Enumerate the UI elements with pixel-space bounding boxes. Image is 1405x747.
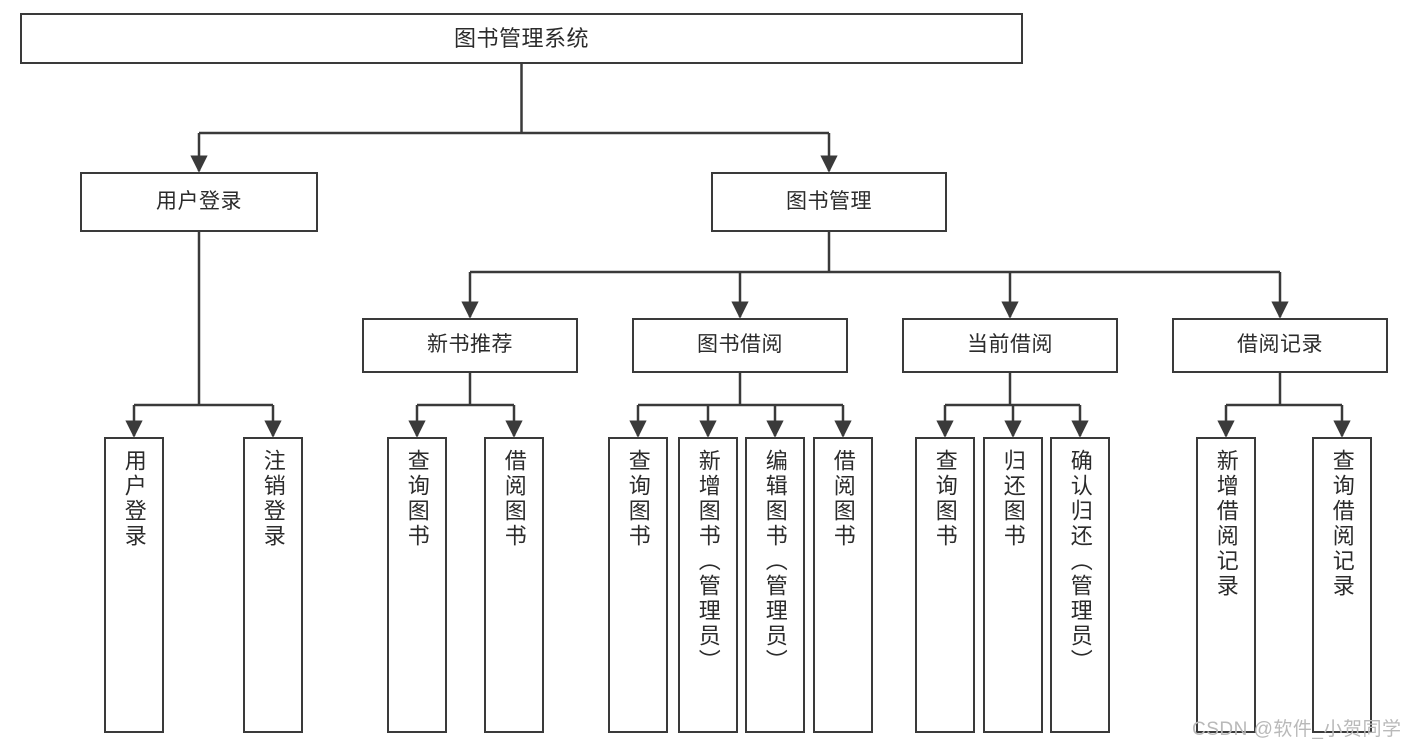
node-borrow[interactable]: 图书借阅	[632, 318, 848, 373]
node-login[interactable]: 用户登录	[80, 172, 318, 232]
node-l-edit[interactable]: 编辑图书（管理员）	[745, 437, 805, 733]
node-l-confirm[interactable]: 确认归还（管理员）	[1050, 437, 1110, 733]
node-label: 借阅记录	[1237, 333, 1323, 357]
node-label: 注销登录	[260, 449, 286, 549]
node-records[interactable]: 借阅记录	[1172, 318, 1388, 373]
node-l-login[interactable]: 用户登录	[104, 437, 164, 733]
node-l-query3[interactable]: 查询图书	[915, 437, 975, 733]
node-l-borrow2[interactable]: 借阅图书	[813, 437, 873, 733]
node-label: 新增借阅记录	[1213, 449, 1239, 599]
node-label: 用户登录	[121, 449, 147, 549]
node-label: 图书借阅	[697, 333, 783, 357]
node-label: 查询图书	[932, 449, 958, 549]
node-root[interactable]: 图书管理系统	[20, 13, 1023, 64]
node-label: 查询借阅记录	[1329, 449, 1355, 599]
node-label: 借阅图书	[501, 449, 527, 549]
node-label: 借阅图书	[830, 449, 856, 549]
node-l-return[interactable]: 归还图书	[983, 437, 1043, 733]
node-label: 编辑图书（管理员）	[762, 449, 788, 674]
node-label: 新增图书（管理员）	[695, 449, 721, 674]
node-newbook[interactable]: 新书推荐	[362, 318, 578, 373]
node-label: 归还图书	[1000, 449, 1026, 549]
node-l-query1[interactable]: 查询图书	[387, 437, 447, 733]
node-l-add[interactable]: 新增图书（管理员）	[678, 437, 738, 733]
node-label: 新书推荐	[427, 333, 513, 357]
node-label: 图书管理	[786, 189, 872, 213]
node-current[interactable]: 当前借阅	[902, 318, 1118, 373]
node-label: 查询图书	[625, 449, 651, 549]
node-l-borrow1[interactable]: 借阅图书	[484, 437, 544, 733]
node-l-queryrec[interactable]: 查询借阅记录	[1312, 437, 1372, 733]
node-bookmgmt[interactable]: 图书管理	[711, 172, 947, 232]
node-l-addrec[interactable]: 新增借阅记录	[1196, 437, 1256, 733]
node-label: 确认归还（管理员）	[1067, 449, 1093, 674]
node-l-query2[interactable]: 查询图书	[608, 437, 668, 733]
node-label: 用户登录	[156, 189, 242, 213]
node-label: 查询图书	[404, 449, 430, 549]
csdn-watermark: CSDN @软件_小贺同学	[1192, 719, 1402, 740]
node-label: 图书管理系统	[453, 25, 589, 51]
node-label: 当前借阅	[967, 333, 1053, 357]
node-l-logout[interactable]: 注销登录	[243, 437, 303, 733]
